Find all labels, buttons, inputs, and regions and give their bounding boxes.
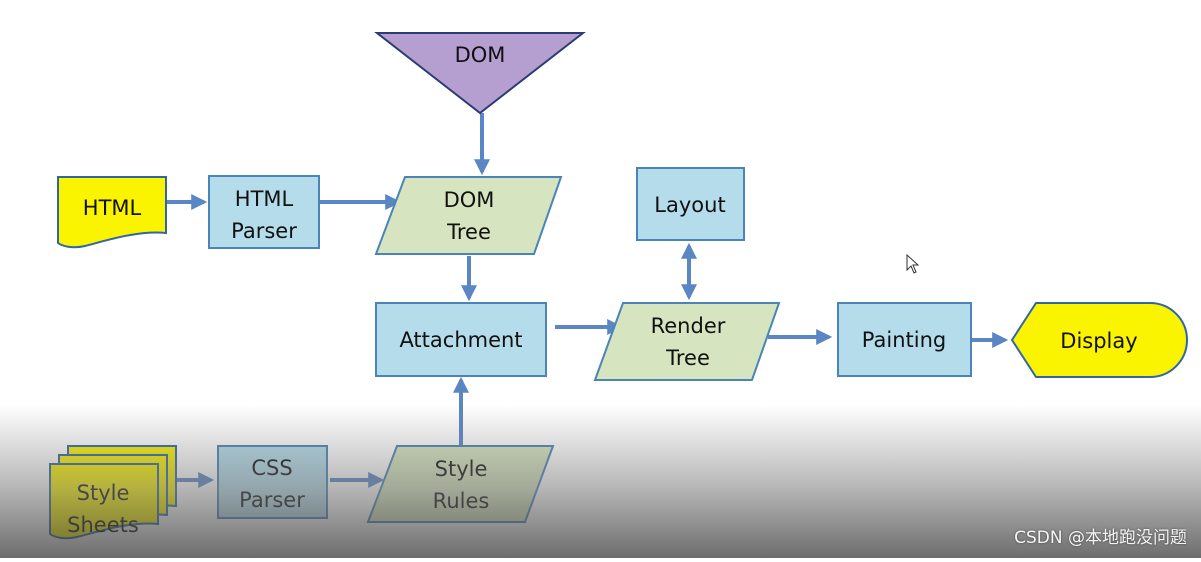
style-rules-label-line2: Rules [433, 489, 490, 513]
node-attachment: Attachment [375, 302, 547, 377]
css-parser-label-line2: Parser [239, 488, 305, 512]
css-parser-label-line1: CSS [251, 456, 292, 480]
html-document-label: HTML [83, 196, 142, 220]
dom-triangle [374, 32, 586, 115]
display-shape [1010, 302, 1188, 378]
node-css-parser: CSS Parser [217, 445, 328, 519]
layout-box [636, 167, 745, 241]
dom-tree-label-line1: DOM [444, 188, 495, 212]
node-style-rules: Style Rules [366, 445, 555, 523]
style-sheets-label-line2: Sheets [67, 513, 139, 537]
style-sheets-label-line1: Style [77, 481, 130, 505]
html-document-shape [57, 176, 167, 249]
painting-label: Painting [862, 328, 946, 352]
node-render-tree: Render Tree [593, 302, 781, 381]
painting-box [837, 302, 972, 377]
dom-label: DOM [455, 43, 506, 67]
attachment-box [375, 302, 547, 377]
node-style-sheets: Style Sheets [49, 445, 177, 540]
node-dom: DOM [374, 32, 586, 115]
node-display: Display [1010, 302, 1188, 378]
node-html-document: HTML [57, 176, 167, 249]
watermark: CSDN @本地跑没问题 [1014, 528, 1187, 548]
node-painting: Painting [837, 302, 972, 377]
html-parser-box [208, 175, 320, 249]
node-layout: Layout [636, 167, 745, 241]
layout-label: Layout [654, 193, 725, 217]
render-tree-shape [593, 302, 781, 381]
display-label: Display [1060, 329, 1137, 353]
html-parser-label-line2: Parser [231, 219, 297, 243]
arrows [166, 113, 1009, 488]
node-dom-tree: DOM Tree [374, 176, 563, 255]
style-rules-label-line1: Style [435, 457, 488, 481]
attachment-label: Attachment [399, 328, 522, 352]
render-tree-label-line1: Render [651, 314, 726, 338]
render-tree-label-line2: Tree [665, 346, 710, 370]
mouse-cursor-icon [906, 254, 920, 274]
dom-tree-label-line2: Tree [446, 220, 491, 244]
html-parser-label-line1: HTML [235, 187, 294, 211]
dom-tree-shape [374, 176, 563, 255]
node-html-parser: HTML Parser [208, 175, 320, 249]
